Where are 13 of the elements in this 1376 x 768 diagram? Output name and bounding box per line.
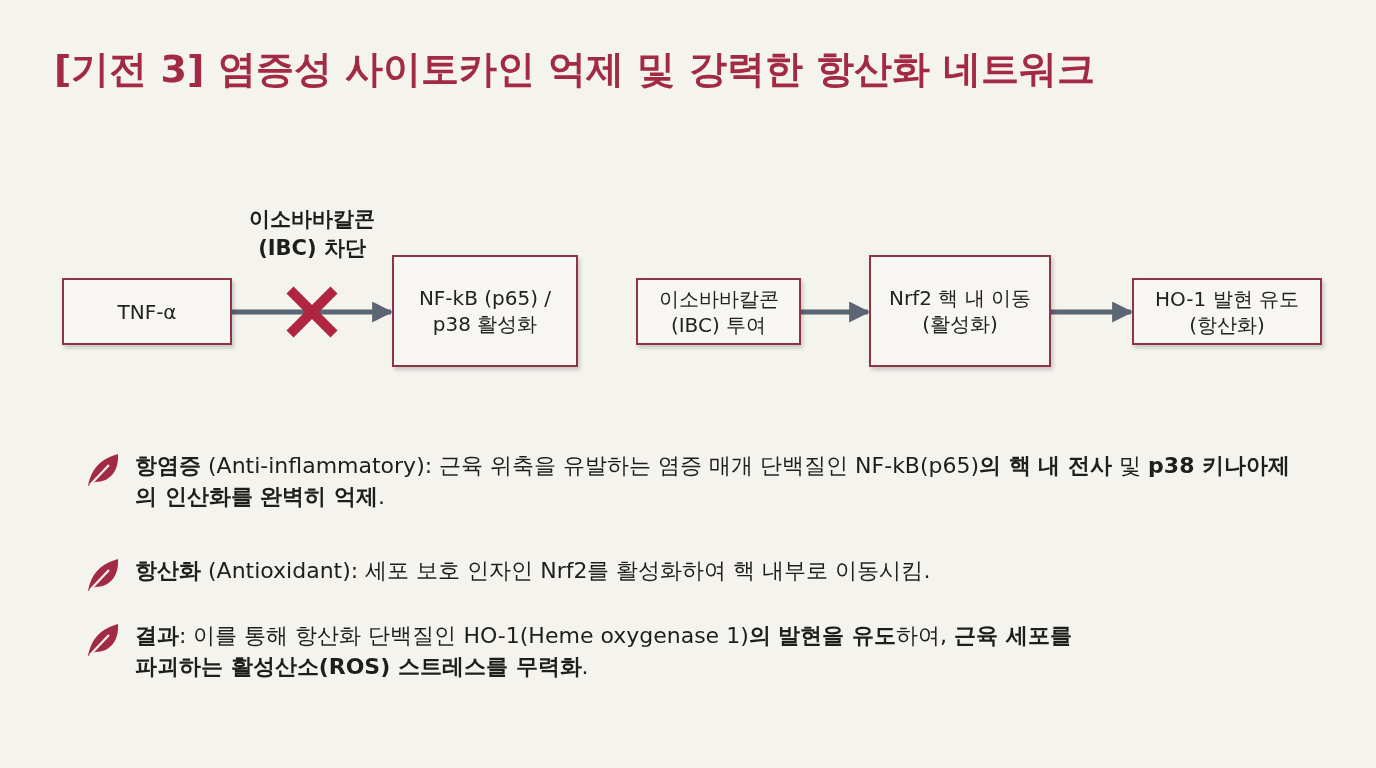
process-box: HO-1 발현 유도 (항산화) xyxy=(1132,278,1322,345)
arrow xyxy=(1051,301,1134,323)
process-box: 이소바바칼콘 (IBC) 투여 xyxy=(636,278,801,345)
process-box: NF-kB (p65) / p38 활성화 xyxy=(392,255,578,367)
bullet-text: 결과: 이를 통해 항산화 단백질인 HO-1(Heme oxygenase 1)의 발현을 유도하여, 근육 세포를 파괴하는 활성산소(ROS) 스트레스를 무력화. xyxy=(135,622,1073,682)
title: [기전 3] 염증성 사이토카인 억제 및 강력한 항산화 네트워크 xyxy=(54,46,1095,93)
arrow xyxy=(232,301,394,323)
process-box: Nrf2 핵 내 이동 (활성화) xyxy=(869,255,1051,367)
arrow xyxy=(801,301,871,323)
process-box: TNF-α xyxy=(62,278,232,345)
bullet-text: 항염증 (Anti-inflammatory): 근육 위축을 유발하는 염증 매개 단백질인 NF-kB(p65)의 핵 내 전사 및 p38 키나아제의 인산화를 완벽히 억제. xyxy=(135,452,1292,512)
edge-label: 이소바바칼콘 (IBC) 차단 xyxy=(248,206,376,263)
bullet-text: 항산화 (Antioxidant): 세포 보호 인자인 Nrf2를 활성화하여 핵 내부로 이동시킴. xyxy=(135,557,932,585)
